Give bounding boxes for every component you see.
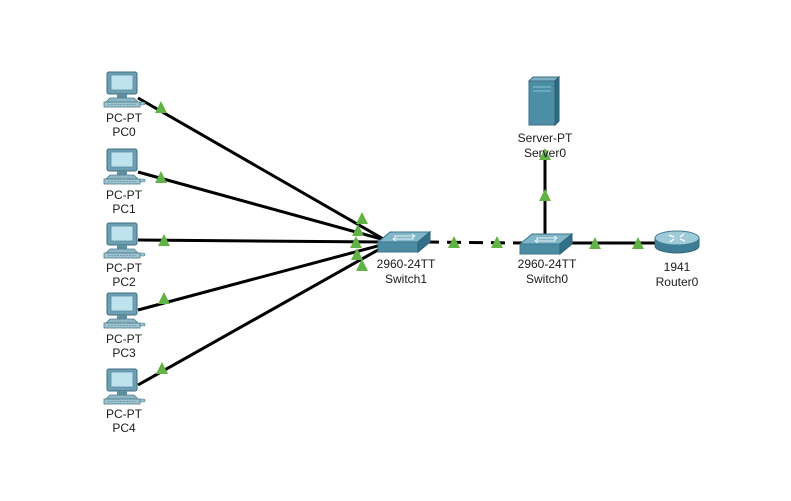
- device-server0[interactable]: Server-PT Server0: [518, 76, 573, 160]
- device-switch0[interactable]: 2960-24TT Switch0: [518, 233, 577, 286]
- desktop-pc-icon[interactable]: [103, 368, 146, 405]
- link-pc4-switch1[interactable]: [137, 244, 386, 387]
- device-model-label: 2960-24TT: [377, 257, 436, 271]
- link-up-indicator: [156, 362, 168, 374]
- link-up-indicator: [356, 212, 368, 224]
- device-name-label: PC4: [112, 421, 136, 435]
- device-pc3[interactable]: PC-PT PC3: [103, 292, 146, 360]
- link-up-indicator: [351, 248, 363, 260]
- device-switch1[interactable]: 2960-24TT Switch1: [377, 231, 436, 286]
- device-name-label: PC0: [112, 125, 136, 139]
- link-up-indicator: [539, 148, 551, 160]
- link-pc0-switch1[interactable]: [137, 96, 386, 242]
- link-up-indicator: [350, 236, 362, 248]
- device-model-label: Server-PT: [518, 131, 573, 145]
- switch-icon[interactable]: [377, 231, 431, 253]
- desktop-pc-icon[interactable]: [103, 148, 146, 185]
- device-model-label: 1941: [664, 260, 691, 274]
- device-name-label: Switch0: [526, 272, 568, 286]
- device-name-label: PC1: [112, 202, 136, 216]
- device-router0[interactable]: 1941 Router0: [654, 230, 700, 289]
- link-up-indicator: [155, 171, 167, 183]
- link-up-indicator: [158, 292, 170, 304]
- device-model-label: PC-PT: [106, 188, 143, 202]
- link-up-indicator: [491, 236, 503, 248]
- link-up-indicator: [632, 237, 644, 249]
- device-model-label: 2960-24TT: [518, 257, 577, 271]
- device-pc0[interactable]: PC-PT PC0: [103, 71, 146, 139]
- device-pc1[interactable]: PC-PT PC1: [103, 148, 146, 216]
- device-name-label: Switch1: [385, 272, 427, 286]
- device-model-label: PC-PT: [106, 261, 143, 275]
- link-indicators: [155, 101, 644, 374]
- link-up-indicator: [352, 224, 364, 236]
- link-up-indicator: [539, 189, 551, 201]
- device-pc4[interactable]: PC-PT PC4: [103, 368, 146, 435]
- device-model-label: PC-PT: [106, 407, 143, 421]
- server-tower-icon[interactable]: [528, 76, 560, 126]
- router-icon[interactable]: [654, 230, 700, 254]
- switch-icon[interactable]: [519, 233, 573, 255]
- link-pc1-switch1[interactable]: [137, 170, 386, 242]
- link-up-indicator: [589, 237, 601, 249]
- link-up-indicator: [158, 234, 170, 246]
- link-switch1-switch0[interactable]: [424, 240, 523, 245]
- device-name-label: PC3: [112, 346, 136, 360]
- device-model-label: PC-PT: [106, 111, 143, 125]
- link-up-indicator: [356, 259, 368, 271]
- link-pc2-switch1[interactable]: [137, 238, 386, 244]
- device-name-label: Router0: [656, 275, 699, 289]
- link-pc3-switch1[interactable]: [137, 242, 386, 312]
- links-layer: [137, 96, 660, 387]
- device-model-label: PC-PT: [106, 332, 143, 346]
- device-name-label: PC2: [112, 275, 136, 289]
- link-up-indicator: [155, 101, 167, 113]
- link-up-indicator: [448, 236, 460, 248]
- desktop-pc-icon[interactable]: [103, 71, 146, 108]
- device-pc2[interactable]: PC-PT PC2: [103, 222, 146, 289]
- device-name-label: Server0: [524, 146, 566, 160]
